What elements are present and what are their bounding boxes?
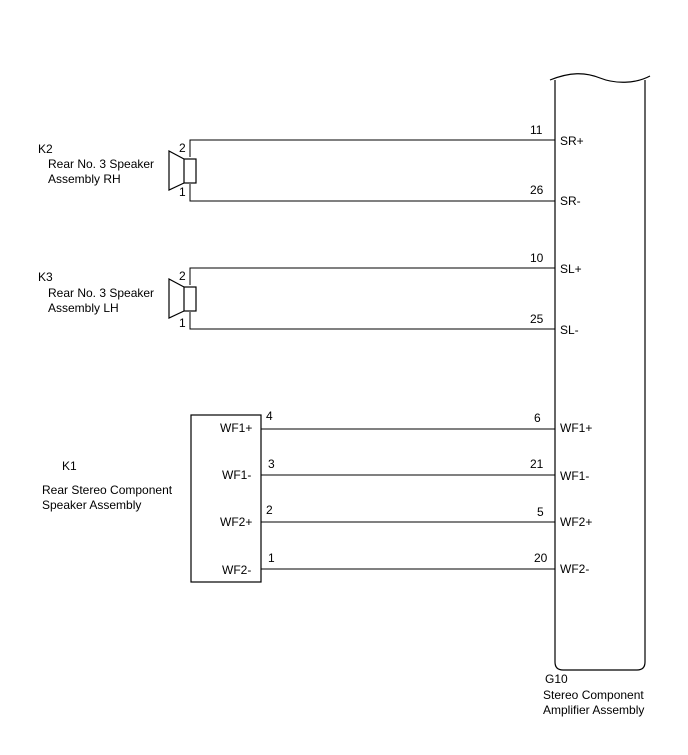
wire-sl-plus xyxy=(189,267,555,285)
amplifier-box-outline xyxy=(554,80,646,671)
speaker-rh-pin-top: 2 xyxy=(179,141,186,155)
subwoofer-box xyxy=(190,414,262,583)
wire-sr-plus xyxy=(189,139,555,157)
speaker-lh-code: K3 xyxy=(38,270,53,284)
amplifier-code: G10 xyxy=(545,672,568,686)
amplifier-name-line2: Amplifier Assembly xyxy=(543,703,644,717)
subwoofer-pin-number: 2 xyxy=(266,503,273,517)
wire-sl-minus xyxy=(189,312,555,330)
subwoofer-name-line2: Speaker Assembly xyxy=(42,498,141,512)
speaker-lh-name-line1: Rear No. 3 Speaker xyxy=(48,286,154,300)
wire-sr-minus xyxy=(189,184,555,202)
subwoofer-signal: WF1- xyxy=(222,468,251,482)
amp-pin-signal: WF1+ xyxy=(560,421,592,435)
amp-pin-signal: SR+ xyxy=(560,134,584,148)
amp-pin-signal: SL- xyxy=(560,323,579,337)
speaker-lh-pin-bottom: 1 xyxy=(179,316,186,330)
amp-pin-number: 21 xyxy=(530,457,544,471)
speaker-rh-name-line1: Rear No. 3 Speaker xyxy=(48,157,154,171)
amp-pin-signal: SL+ xyxy=(560,262,582,276)
amp-pin-signal: WF2+ xyxy=(560,515,592,529)
speaker-rh-name-line2: Assembly RH xyxy=(48,172,121,186)
subwoofer-code: K1 xyxy=(62,459,77,473)
subwoofer-signal: WF2+ xyxy=(220,515,252,529)
subwoofer-pin-number: 3 xyxy=(268,457,275,471)
amplifier-pins: 11 SR+ 26 SR- 10 SL+ 25 SL- 6 WF1+ 21 WF… xyxy=(530,123,592,576)
amplifier-assembly: G10 Stereo Component Amplifier Assembly xyxy=(543,73,651,717)
speaker-rh: K2 Rear No. 3 Speaker Assembly RH 2 1 xyxy=(38,139,555,202)
speaker-icon xyxy=(168,150,197,191)
subwoofer-pin-number: 4 xyxy=(266,409,273,423)
amp-pin-number: 5 xyxy=(537,505,544,519)
amp-pin-signal: SR- xyxy=(560,194,581,208)
speaker-icon xyxy=(168,278,197,319)
subwoofer-assembly: K1 Rear Stereo Component Speaker Assembl… xyxy=(42,409,555,583)
amp-pin-number: 20 xyxy=(534,551,548,565)
amp-pin-number: 6 xyxy=(534,411,541,425)
subwoofer-signal: WF1+ xyxy=(220,421,252,435)
amp-pin-signal: WF1- xyxy=(560,469,589,483)
subwoofer-pin-number: 1 xyxy=(268,551,275,565)
amp-pin-number: 11 xyxy=(530,123,543,137)
speaker-lh-name-line2: Assembly LH xyxy=(48,301,119,315)
subwoofer-name-line1: Rear Stereo Component xyxy=(42,483,173,497)
amplifier-break-line xyxy=(549,73,651,83)
speaker-lh-pin-top: 2 xyxy=(179,269,186,283)
amp-pin-number: 25 xyxy=(530,312,544,326)
speaker-rh-code: K2 xyxy=(38,142,53,156)
subwoofer-signal: WF2- xyxy=(222,563,251,577)
speaker-lh: K3 Rear No. 3 Speaker Assembly LH 2 1 xyxy=(38,267,555,330)
amp-pin-number: 10 xyxy=(530,251,544,265)
amp-pin-signal: WF2- xyxy=(560,562,589,576)
speaker-rh-pin-bottom: 1 xyxy=(179,185,186,199)
amp-pin-number: 26 xyxy=(530,183,544,197)
amplifier-name-line1: Stereo Component xyxy=(543,688,644,702)
